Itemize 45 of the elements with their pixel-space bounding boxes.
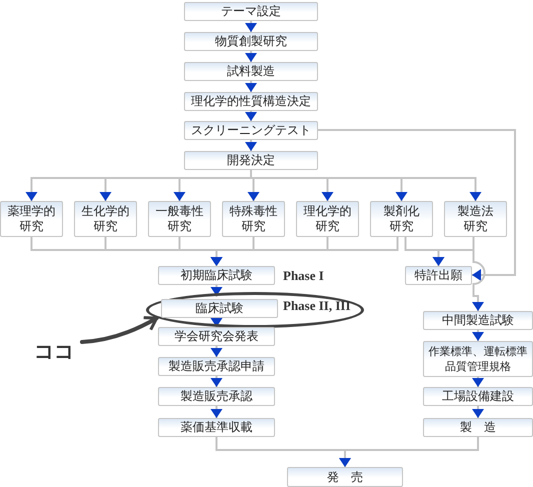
arrow xyxy=(210,236,398,267)
process-box: 製造販売承認 xyxy=(158,387,275,406)
process-box: 理化学的研究 xyxy=(296,201,359,237)
arrow xyxy=(339,436,479,468)
process-box: 製 造 xyxy=(423,418,533,437)
process-box: 特許出願 xyxy=(405,266,472,285)
process-box: 中間製造試験 xyxy=(423,311,533,330)
process-box: 生化学的研究 xyxy=(74,201,137,237)
arrow xyxy=(472,236,486,312)
process-box: 特殊毒性研究 xyxy=(222,201,285,237)
process-box: 作業標準、運転標準品質管理規格 xyxy=(423,341,533,377)
process-box: 薬理学的研究 xyxy=(0,201,63,237)
handwritten-note: ココ xyxy=(28,338,80,364)
arrow xyxy=(472,405,484,419)
arrow xyxy=(317,129,516,281)
process-box: 製造販売承認申請 xyxy=(158,357,275,376)
arrow xyxy=(210,345,222,358)
process-box: 試料製造 xyxy=(184,62,318,81)
arrow xyxy=(245,20,257,33)
process-box: 製剤化研究 xyxy=(370,201,433,237)
process-box: 理化学的性質構造決定 xyxy=(184,92,318,111)
process-box: 一般毒性研究 xyxy=(148,201,211,237)
process-box: 発 売 xyxy=(287,467,403,487)
phase-label: Phase II, III xyxy=(283,298,351,314)
process-box: スクリーニングテスト xyxy=(184,121,318,140)
process-box: 製造法研究 xyxy=(444,201,507,237)
arrow xyxy=(210,284,222,297)
arrow xyxy=(245,110,257,122)
process-box: 薬価基準収載 xyxy=(158,418,275,437)
process-box: 開発決定 xyxy=(184,151,318,170)
process-box: 物質創製研究 xyxy=(184,32,318,51)
arrow xyxy=(472,329,484,342)
phase-label: Phase I xyxy=(283,268,324,284)
process-box: テーマ設定 xyxy=(184,2,318,21)
process-box: 工場設備建設 xyxy=(423,387,533,406)
arrow xyxy=(245,139,257,152)
arrow xyxy=(472,376,484,388)
process-box: 臨床試験 xyxy=(161,299,278,318)
arrow xyxy=(245,50,257,63)
arrow xyxy=(210,405,222,419)
arrow xyxy=(210,375,222,388)
arrow xyxy=(245,80,257,93)
process-box: 学会研究会発表 xyxy=(158,327,275,346)
hand-drawn-arrow xyxy=(80,316,159,344)
process-box: 初期臨床試験 xyxy=(158,266,275,285)
